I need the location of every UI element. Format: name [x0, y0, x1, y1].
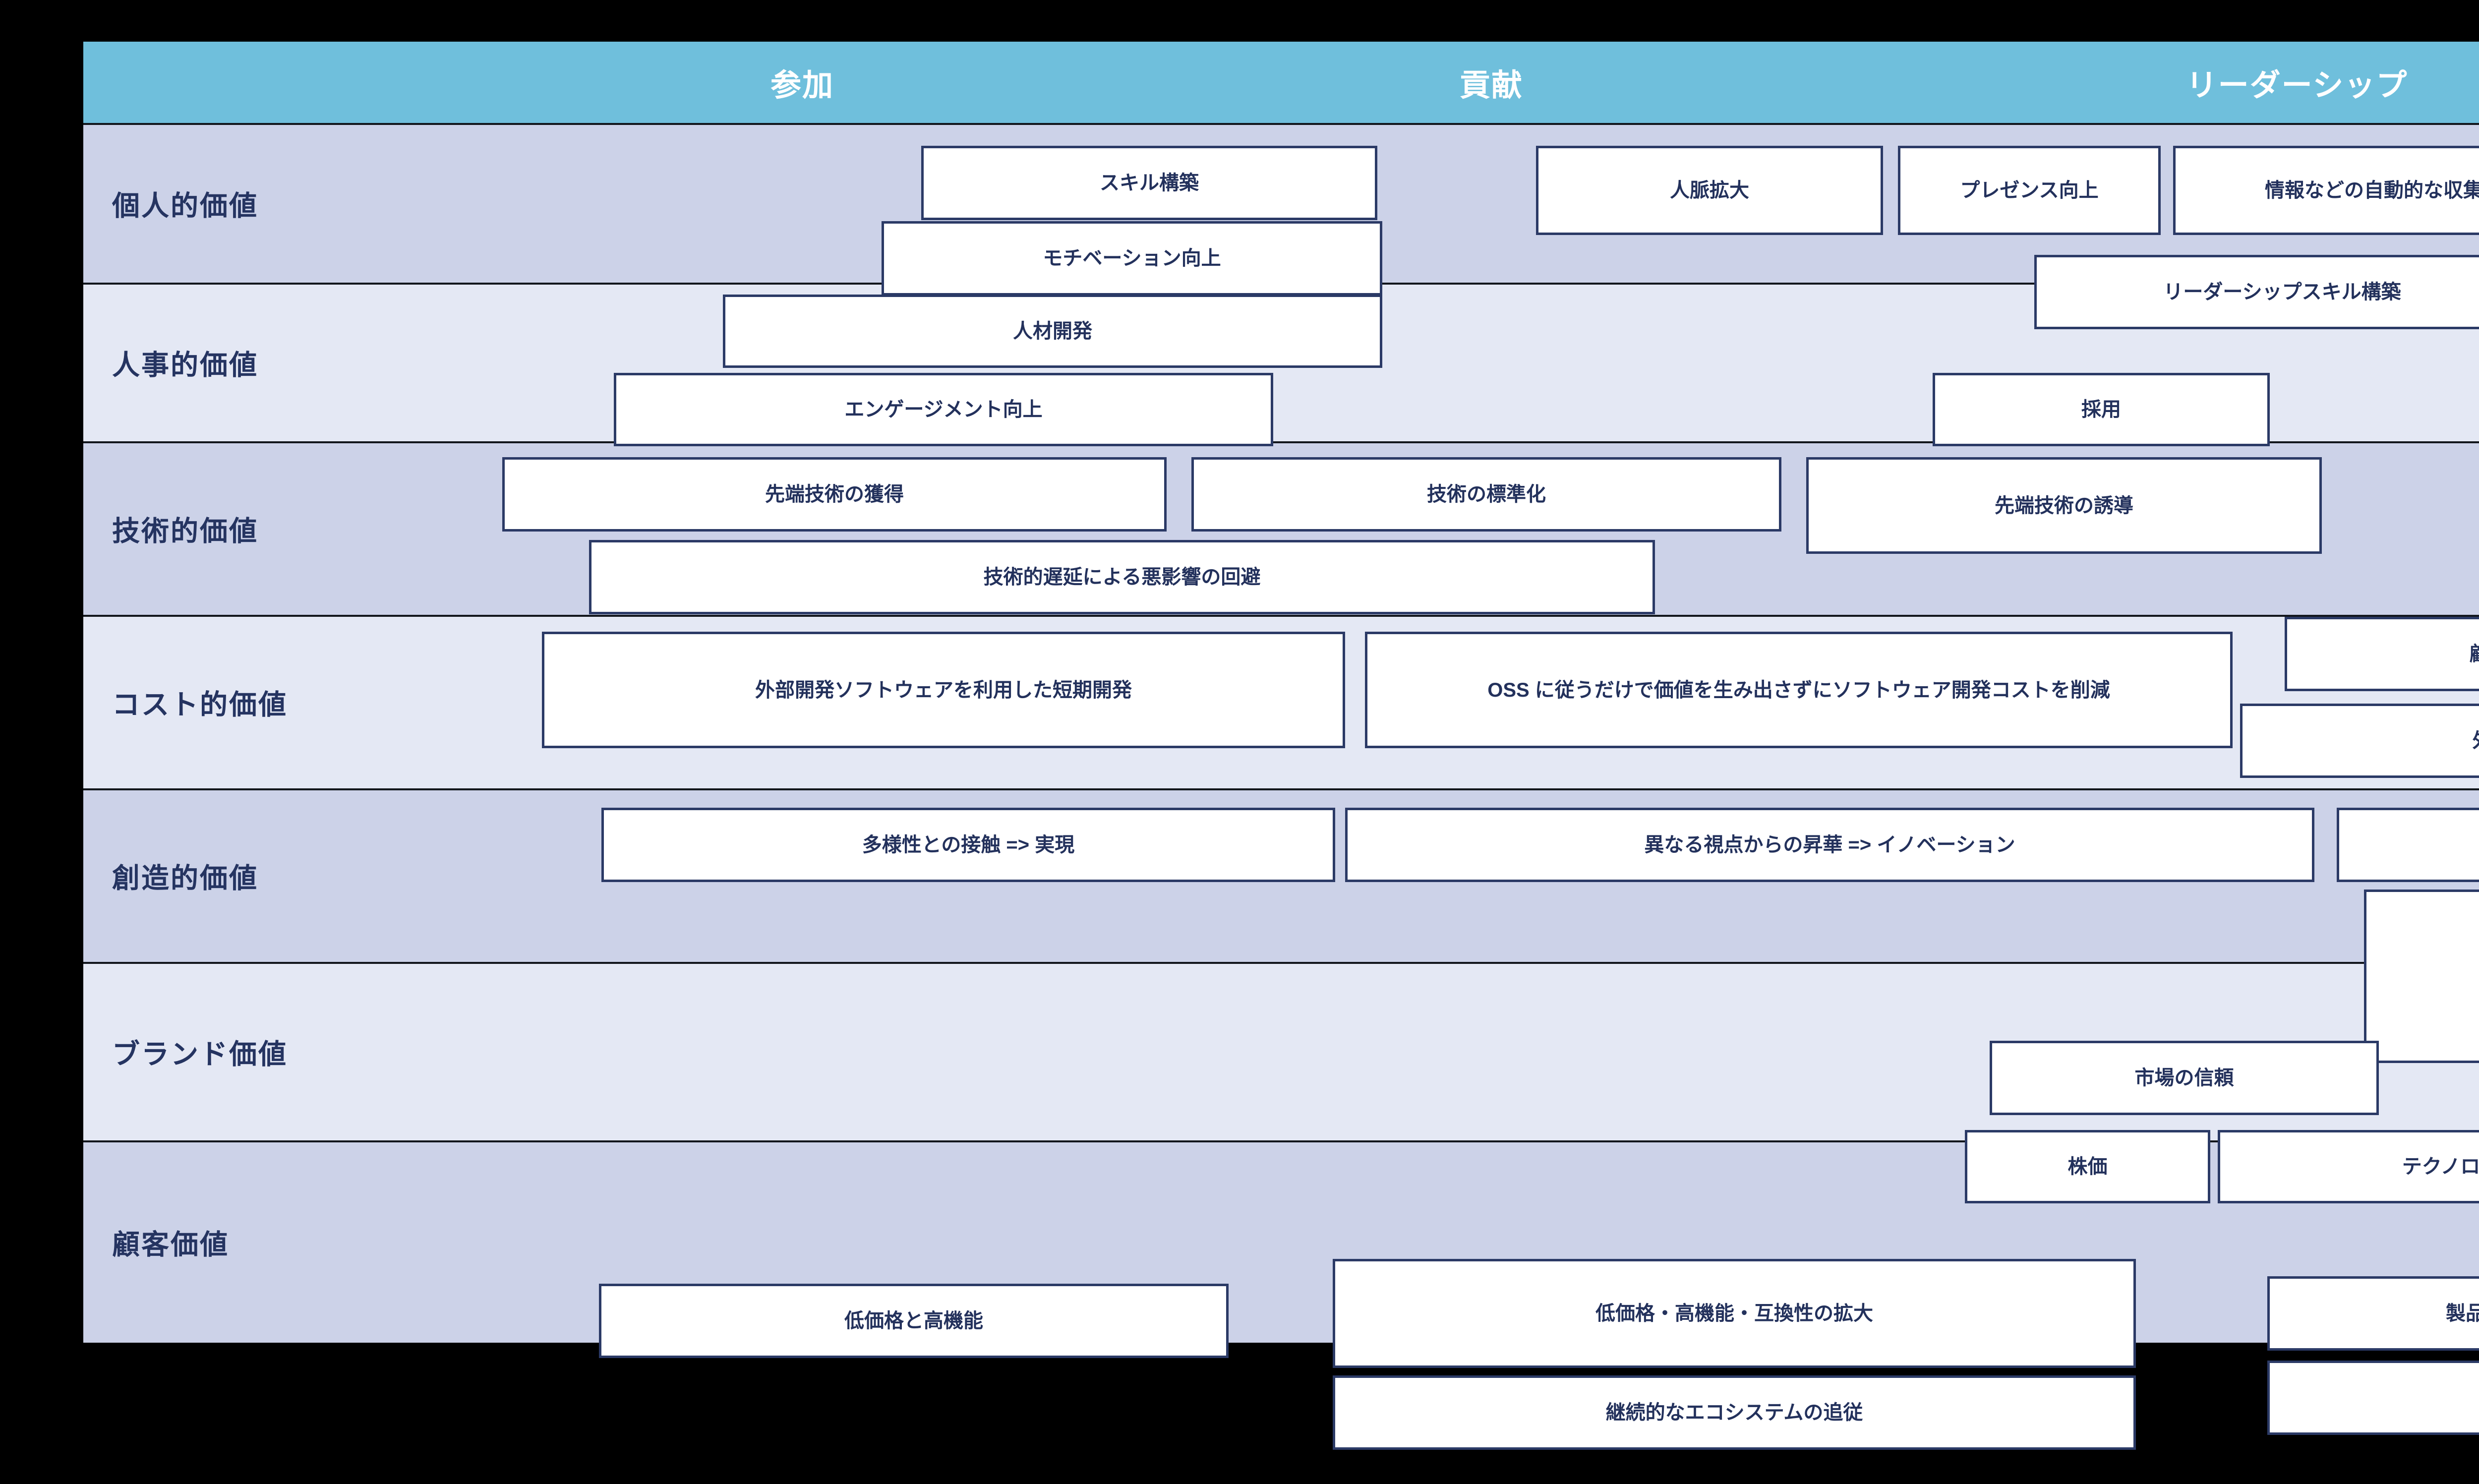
node-community-acquisition[interactable]: コミュニティの獲得: [2337, 808, 2479, 882]
node-others-unknown[interactable]: その他？？？: [2267, 1361, 2479, 1435]
node-engagement-improvement[interactable]: エンゲージメント向上: [614, 373, 1273, 446]
value-matrix: 参加 貢献 リーダーシップ 個人的価値 人事的価値 技術的価値 コスト的価値 創…: [83, 42, 2479, 1450]
column-header-leadership: リーダーシップ: [2186, 68, 2408, 103]
node-customer-expansion[interactable]: 顧客拡大: [2285, 617, 2479, 691]
node-feedback-usage-satisfaction[interactable]: フィードバック 利用拡大 顧客満足度向上: [2364, 890, 2479, 1063]
column-header-contribution: 貢献: [1459, 68, 1523, 103]
node-technology-standardization[interactable]: 技術の標準化: [1191, 457, 1781, 532]
node-skill-building[interactable]: スキル構築: [921, 146, 1377, 220]
row-label-brand-value: ブランド価値: [112, 1038, 288, 1070]
node-short-term-development-external-software[interactable]: 外部開発ソフトウェアを利用した短期開発: [542, 632, 1345, 748]
node-motivation-improvement[interactable]: モチベーション向上: [882, 221, 1382, 296]
node-presence-as-technology-company[interactable]: テクノロジー企業としての存在感: [2218, 1130, 2479, 1203]
node-human-resource-development[interactable]: 人材開発: [723, 295, 1382, 368]
node-network-expansion[interactable]: 人脈拡大: [1536, 146, 1883, 235]
node-leadership-skill-building[interactable]: リーダーシップスキル構築: [2034, 255, 2479, 329]
column-header-participation: 参加: [770, 68, 834, 103]
row-label-cost-value: コスト的価値: [112, 689, 288, 720]
row-label-customer-value: 顧客価値: [112, 1229, 229, 1260]
node-recruiting[interactable]: 採用: [1933, 373, 2270, 446]
row-label-creative-value: 創造的価値: [112, 862, 258, 894]
node-stock-price[interactable]: 株価: [1965, 1130, 2210, 1203]
node-acquire-advanced-technology[interactable]: 先端技術の獲得: [502, 457, 1167, 532]
node-presence-improvement[interactable]: プレゼンス向上: [1898, 146, 2161, 235]
node-external-resource-utilization[interactable]: 外部リソースの活用: [2240, 704, 2479, 778]
node-reduce-software-development-cost[interactable]: OSS に従うだけで価値を生み出さずに ソフトウェア開発コストを削減: [1365, 632, 2233, 748]
node-low-price-high-function[interactable]: 低価格と高機能: [599, 1284, 1229, 1358]
node-continuous-ecosystem-following[interactable]: 継続的なエコシステムの追従: [1333, 1375, 2136, 1450]
node-avoid-technical-delay-impact[interactable]: 技術的遅延による悪影響の回避: [589, 540, 1655, 614]
node-expand-price-function-compatibility[interactable]: 低価格・高機能・互換性の拡大: [1333, 1259, 2136, 1368]
row-label-personal-value: 個人的価値: [112, 190, 258, 222]
node-guide-advanced-technology[interactable]: 先端技術の誘導: [1806, 457, 2322, 554]
node-market-trust[interactable]: 市場の信頼: [1990, 1041, 2379, 1115]
node-different-perspective-innovation[interactable]: 異なる視点からの昇華 => イノベーション: [1345, 808, 2314, 882]
row-label-technical-value: 技術的価値: [112, 515, 258, 547]
node-product-service-sustainability[interactable]: 製品やサービスの持続可能性: [2267, 1276, 2479, 1351]
matrix-header-row: 参加 貢献 リーダーシップ: [83, 42, 2479, 125]
node-automatic-information-collection[interactable]: 情報などの自動的な収集: [2173, 146, 2479, 235]
node-line-1: OSS に従うだけで価値を生み出さずに: [1487, 679, 1832, 701]
node-line-2: ソフトウェア開発コストを削減: [1832, 679, 2110, 701]
row-label-hr-value: 人事的価値: [112, 349, 258, 381]
node-diversity-contact-realization[interactable]: 多様性との接触 => 実現: [601, 808, 1335, 882]
